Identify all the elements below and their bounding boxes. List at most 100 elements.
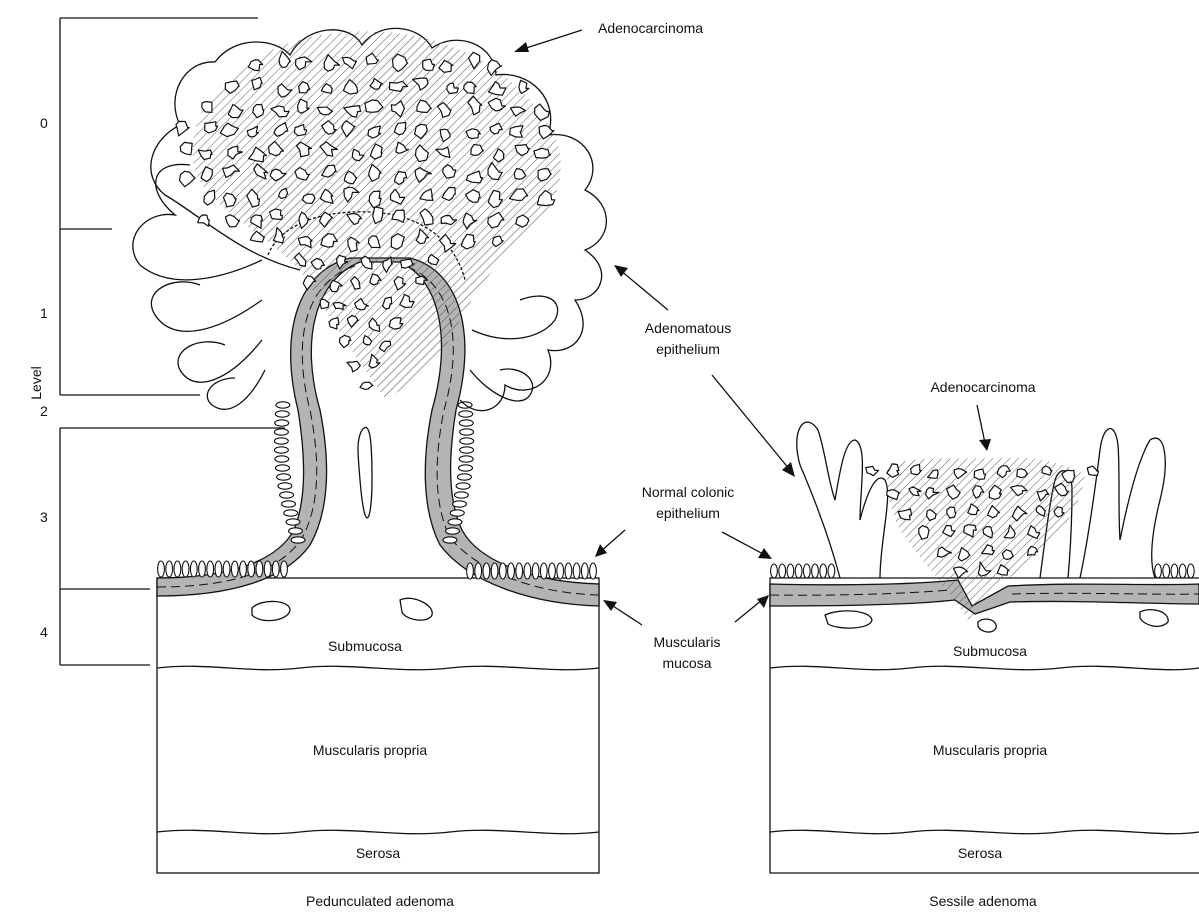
normal-crypt xyxy=(282,501,296,507)
normal-crypt xyxy=(1179,564,1186,578)
sessile-adenoma: Submucosa Muscularis propria Serosa Sess… xyxy=(770,422,1199,909)
normal-crypt xyxy=(199,561,206,577)
left-serosa-boundary xyxy=(157,830,599,833)
gland xyxy=(519,80,529,93)
normal-crypt xyxy=(276,402,290,408)
level-tick-2: 2 xyxy=(40,403,48,419)
normal-crypt xyxy=(812,564,819,578)
level-axis-label: Level xyxy=(28,366,44,399)
right-serosa-boundary xyxy=(770,830,1199,833)
normal-crypt xyxy=(248,561,255,577)
adenocarcinoma-left-label: Adenocarcinoma xyxy=(598,20,703,36)
normal-crypt xyxy=(264,561,271,577)
adenomatous-label-line1: Adenomatous xyxy=(645,320,731,336)
normal-crypt xyxy=(459,465,473,471)
normal-crypt xyxy=(499,563,506,579)
normal-crypt xyxy=(820,564,827,578)
normal-crypt xyxy=(557,563,564,579)
normal-crypt xyxy=(483,563,490,579)
normal-crypt xyxy=(291,537,305,543)
normal-crypt xyxy=(787,564,794,578)
normal-crypt xyxy=(182,561,189,577)
normal-crypt xyxy=(590,563,597,579)
level-tick-4: 4 xyxy=(40,624,48,640)
normal-crypt xyxy=(276,465,290,471)
gland xyxy=(389,318,403,329)
level-tick-1: 1 xyxy=(40,305,48,321)
gland xyxy=(303,194,316,203)
right-submucosa-label: Submucosa xyxy=(953,643,1027,659)
normal-crypt xyxy=(190,561,197,577)
normal-crypt xyxy=(231,561,238,577)
muscularis-mucosa-label-line2: mucosa xyxy=(662,655,711,671)
normal-crypt xyxy=(274,447,288,453)
gland xyxy=(866,466,879,475)
left-submucosa-boundary xyxy=(157,666,599,669)
normal-crypt xyxy=(491,563,498,579)
normal-crypt xyxy=(1163,564,1170,578)
normal-crypt xyxy=(446,528,460,534)
normal-crypt xyxy=(448,519,462,525)
right-serosa-label: Serosa xyxy=(958,845,1003,861)
normal-crypt xyxy=(508,563,515,579)
gland xyxy=(510,126,523,138)
normal-crypt xyxy=(275,411,289,417)
normal-crypt xyxy=(457,474,471,480)
normal-crypt xyxy=(828,564,835,578)
normal-crypt xyxy=(272,561,279,577)
normal-crypt xyxy=(281,561,288,577)
gland xyxy=(534,148,551,158)
adenocarcinoma-right-arrow xyxy=(977,405,985,443)
gland xyxy=(180,171,196,186)
normal-colonic-label-line1: Normal colonic xyxy=(642,484,735,500)
normal-crypt xyxy=(275,420,289,426)
gland xyxy=(204,190,215,205)
normal-crypt xyxy=(460,429,474,435)
left-caption: Pedunculated adenoma xyxy=(306,893,454,909)
normal-crypt xyxy=(453,501,467,507)
normal-crypt xyxy=(467,563,474,579)
pedunculated-adenoma: Submucosa Muscularis propria Serosa Pedu… xyxy=(133,28,607,909)
normal-crypt xyxy=(532,563,539,579)
gland xyxy=(947,507,956,518)
normal-colonic-arrow-right xyxy=(722,532,765,555)
normal-crypt xyxy=(280,492,294,498)
gland xyxy=(329,318,339,329)
left-serosa-label: Serosa xyxy=(356,845,401,861)
normal-crypt xyxy=(795,564,802,578)
normal-crypt xyxy=(454,492,468,498)
gland xyxy=(919,526,929,540)
normal-crypt xyxy=(460,447,474,453)
normal-crypt xyxy=(274,429,288,435)
normal-crypt xyxy=(1187,564,1194,578)
normal-crypt xyxy=(286,519,300,525)
right-villous-projections xyxy=(797,422,888,578)
gland xyxy=(360,382,373,389)
normal-crypt xyxy=(565,563,572,579)
normal-crypt xyxy=(215,561,222,577)
normal-crypt xyxy=(278,483,292,489)
normal-crypt xyxy=(207,561,214,577)
gland xyxy=(373,207,383,224)
normal-crypt xyxy=(549,563,556,579)
gland xyxy=(176,121,189,135)
adenomatous-arrow-up xyxy=(620,270,668,310)
normal-crypt xyxy=(174,561,181,577)
normal-crypt xyxy=(450,510,464,516)
normal-crypt xyxy=(284,510,298,516)
right-muscularis-propria-label: Muscularis propria xyxy=(933,742,1048,758)
normal-crypt xyxy=(1155,564,1162,578)
normal-crypt xyxy=(524,563,531,579)
normal-crypt xyxy=(443,537,457,543)
level-tick-0: 0 xyxy=(40,115,48,131)
normal-crypt xyxy=(540,563,547,579)
normal-crypt xyxy=(166,561,173,577)
normal-crypt xyxy=(771,564,778,578)
right-caption: Sessile adenoma xyxy=(929,893,1037,909)
left-muscularis-propria-label: Muscularis propria xyxy=(313,742,428,758)
normal-colonic-arrow-left xyxy=(600,530,625,552)
normal-crypt xyxy=(459,456,473,462)
gland xyxy=(1087,466,1098,475)
normal-crypt xyxy=(277,474,291,480)
